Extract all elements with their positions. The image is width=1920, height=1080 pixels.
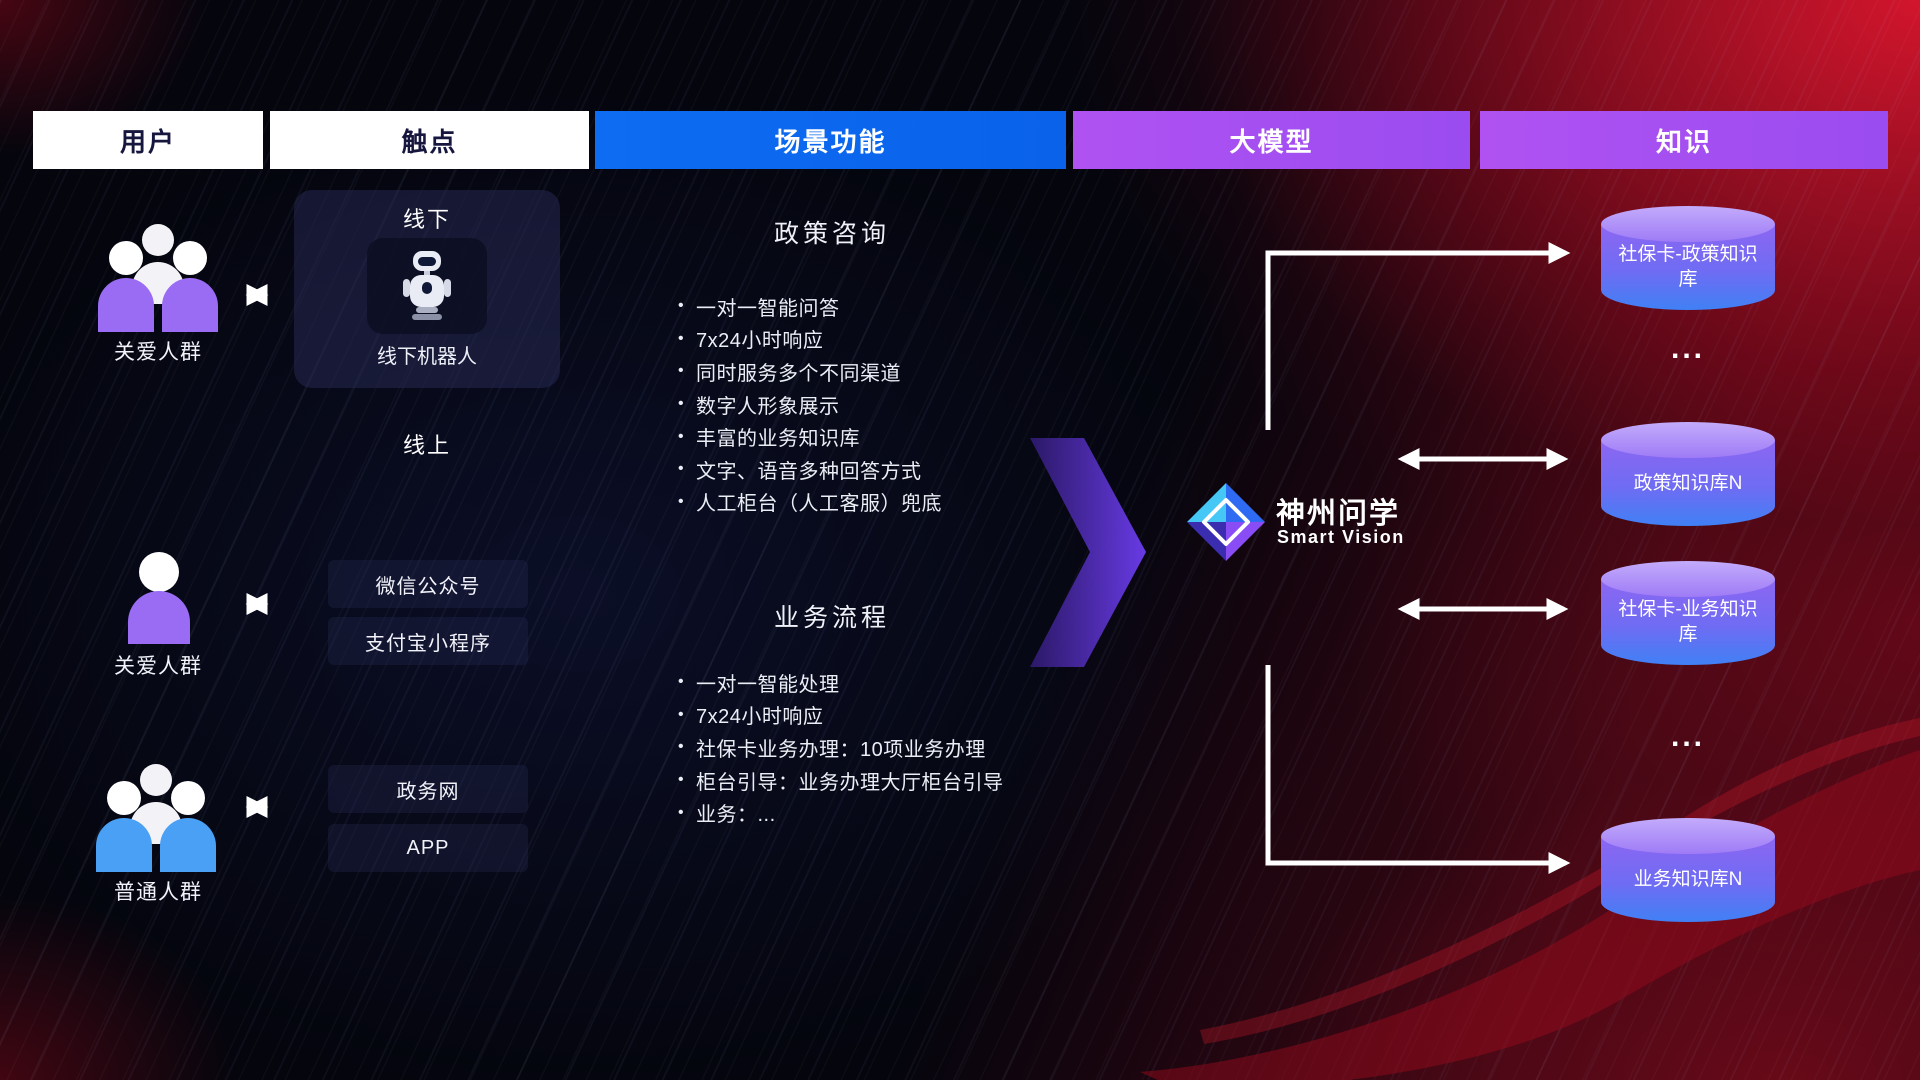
user-group-label: 关爱人群 bbox=[114, 341, 202, 364]
scenario-item: 社保卡业务办理：10项业务办理 bbox=[676, 731, 1096, 764]
knowledge-db-business-n: 业务知识库N bbox=[1601, 818, 1775, 922]
scenario-item: 数字人形象展示 bbox=[676, 388, 1096, 421]
header-model: 大模型 bbox=[1073, 111, 1470, 169]
knowledge-db-label: 社保卡-政策知识库 bbox=[1618, 244, 1758, 290]
offline-touchpoint-card: 线下 线下机器人 bbox=[294, 190, 560, 388]
model-subtitle: Smart Vision bbox=[1277, 527, 1405, 547]
knowledge-db-label: 业务知识库N bbox=[1633, 868, 1743, 890]
user-single-label: 关爱人群 bbox=[114, 655, 202, 678]
red-swoosh-decoration bbox=[1140, 718, 1920, 1080]
scenario-item: 7x24小时响应 bbox=[676, 699, 1096, 732]
group-users-blue-icon bbox=[96, 764, 216, 872]
channel-govweb: 政务网 bbox=[328, 765, 528, 813]
group-users-purple-icon bbox=[98, 224, 218, 332]
online-title: 线上 bbox=[402, 433, 451, 458]
scenario-item: 丰富的业务知识库 bbox=[676, 420, 1096, 453]
knowledge-db-label: 政策知识库N bbox=[1633, 472, 1743, 494]
scenario-item: 一对一智能问答 bbox=[676, 290, 1096, 323]
scenario-item: 同时服务多个不同渠道 bbox=[676, 355, 1096, 388]
scenario-business-title: 业务流程 bbox=[773, 604, 890, 632]
knowledge-db-label: 社保卡-业务知识库 bbox=[1618, 599, 1758, 645]
knowledge-ellipsis: ... bbox=[1670, 332, 1705, 365]
big-flow-arrow-icon bbox=[1030, 438, 1146, 667]
channel-app: APP bbox=[328, 824, 528, 872]
header-scenarios: 场景功能 bbox=[595, 111, 1066, 169]
scenario-item: 文字、语音多种回答方式 bbox=[676, 453, 1096, 486]
scenario-policy-list: 一对一智能问答 7x24小时响应 同时服务多个不同渠道 数字人形象展示 丰富的业… bbox=[676, 290, 1096, 518]
user-general-label: 普通人群 bbox=[114, 881, 202, 904]
scenario-business-list: 一对一智能处理 7x24小时响应 社保卡业务办理：10项业务办理 柜台引导：业务… bbox=[676, 666, 1096, 829]
scenario-item: 7x24小时响应 bbox=[676, 323, 1096, 356]
channel-wechat: 微信公众号 bbox=[328, 560, 528, 608]
knowledge-ellipsis: ... bbox=[1670, 720, 1705, 753]
scenario-item: 人工柜台（人工客服）兜底 bbox=[676, 486, 1096, 519]
offline-title: 线下 bbox=[402, 207, 451, 232]
scenario-item: 一对一智能处理 bbox=[676, 666, 1096, 699]
model-name: 神州问学 bbox=[1276, 498, 1401, 530]
channel-alipay: 支付宝小程序 bbox=[328, 617, 528, 665]
header-knowledge: 知识 bbox=[1480, 111, 1888, 169]
scenario-item: 业务：... bbox=[676, 796, 1096, 829]
diamond-logo-icon bbox=[1187, 483, 1265, 561]
header-touchpoints: 触点 bbox=[270, 111, 589, 169]
robot-icon bbox=[403, 251, 451, 320]
scenario-item: 柜台引导：业务办理大厅柜台引导 bbox=[676, 764, 1096, 797]
offline-robot-label: 线下机器人 bbox=[377, 346, 477, 368]
header-users: 用户 bbox=[33, 111, 263, 169]
scenario-policy-title: 政策咨询 bbox=[773, 220, 890, 248]
single-user-purple-icon bbox=[128, 552, 190, 644]
knowledge-db-policy-n: 政策知识库N bbox=[1601, 422, 1775, 526]
robot-tile bbox=[367, 238, 487, 334]
knowledge-db-business-card: 社保卡-业务知识库 bbox=[1601, 561, 1775, 665]
knowledge-db-policy-card: 社保卡-政策知识库 bbox=[1601, 206, 1775, 310]
